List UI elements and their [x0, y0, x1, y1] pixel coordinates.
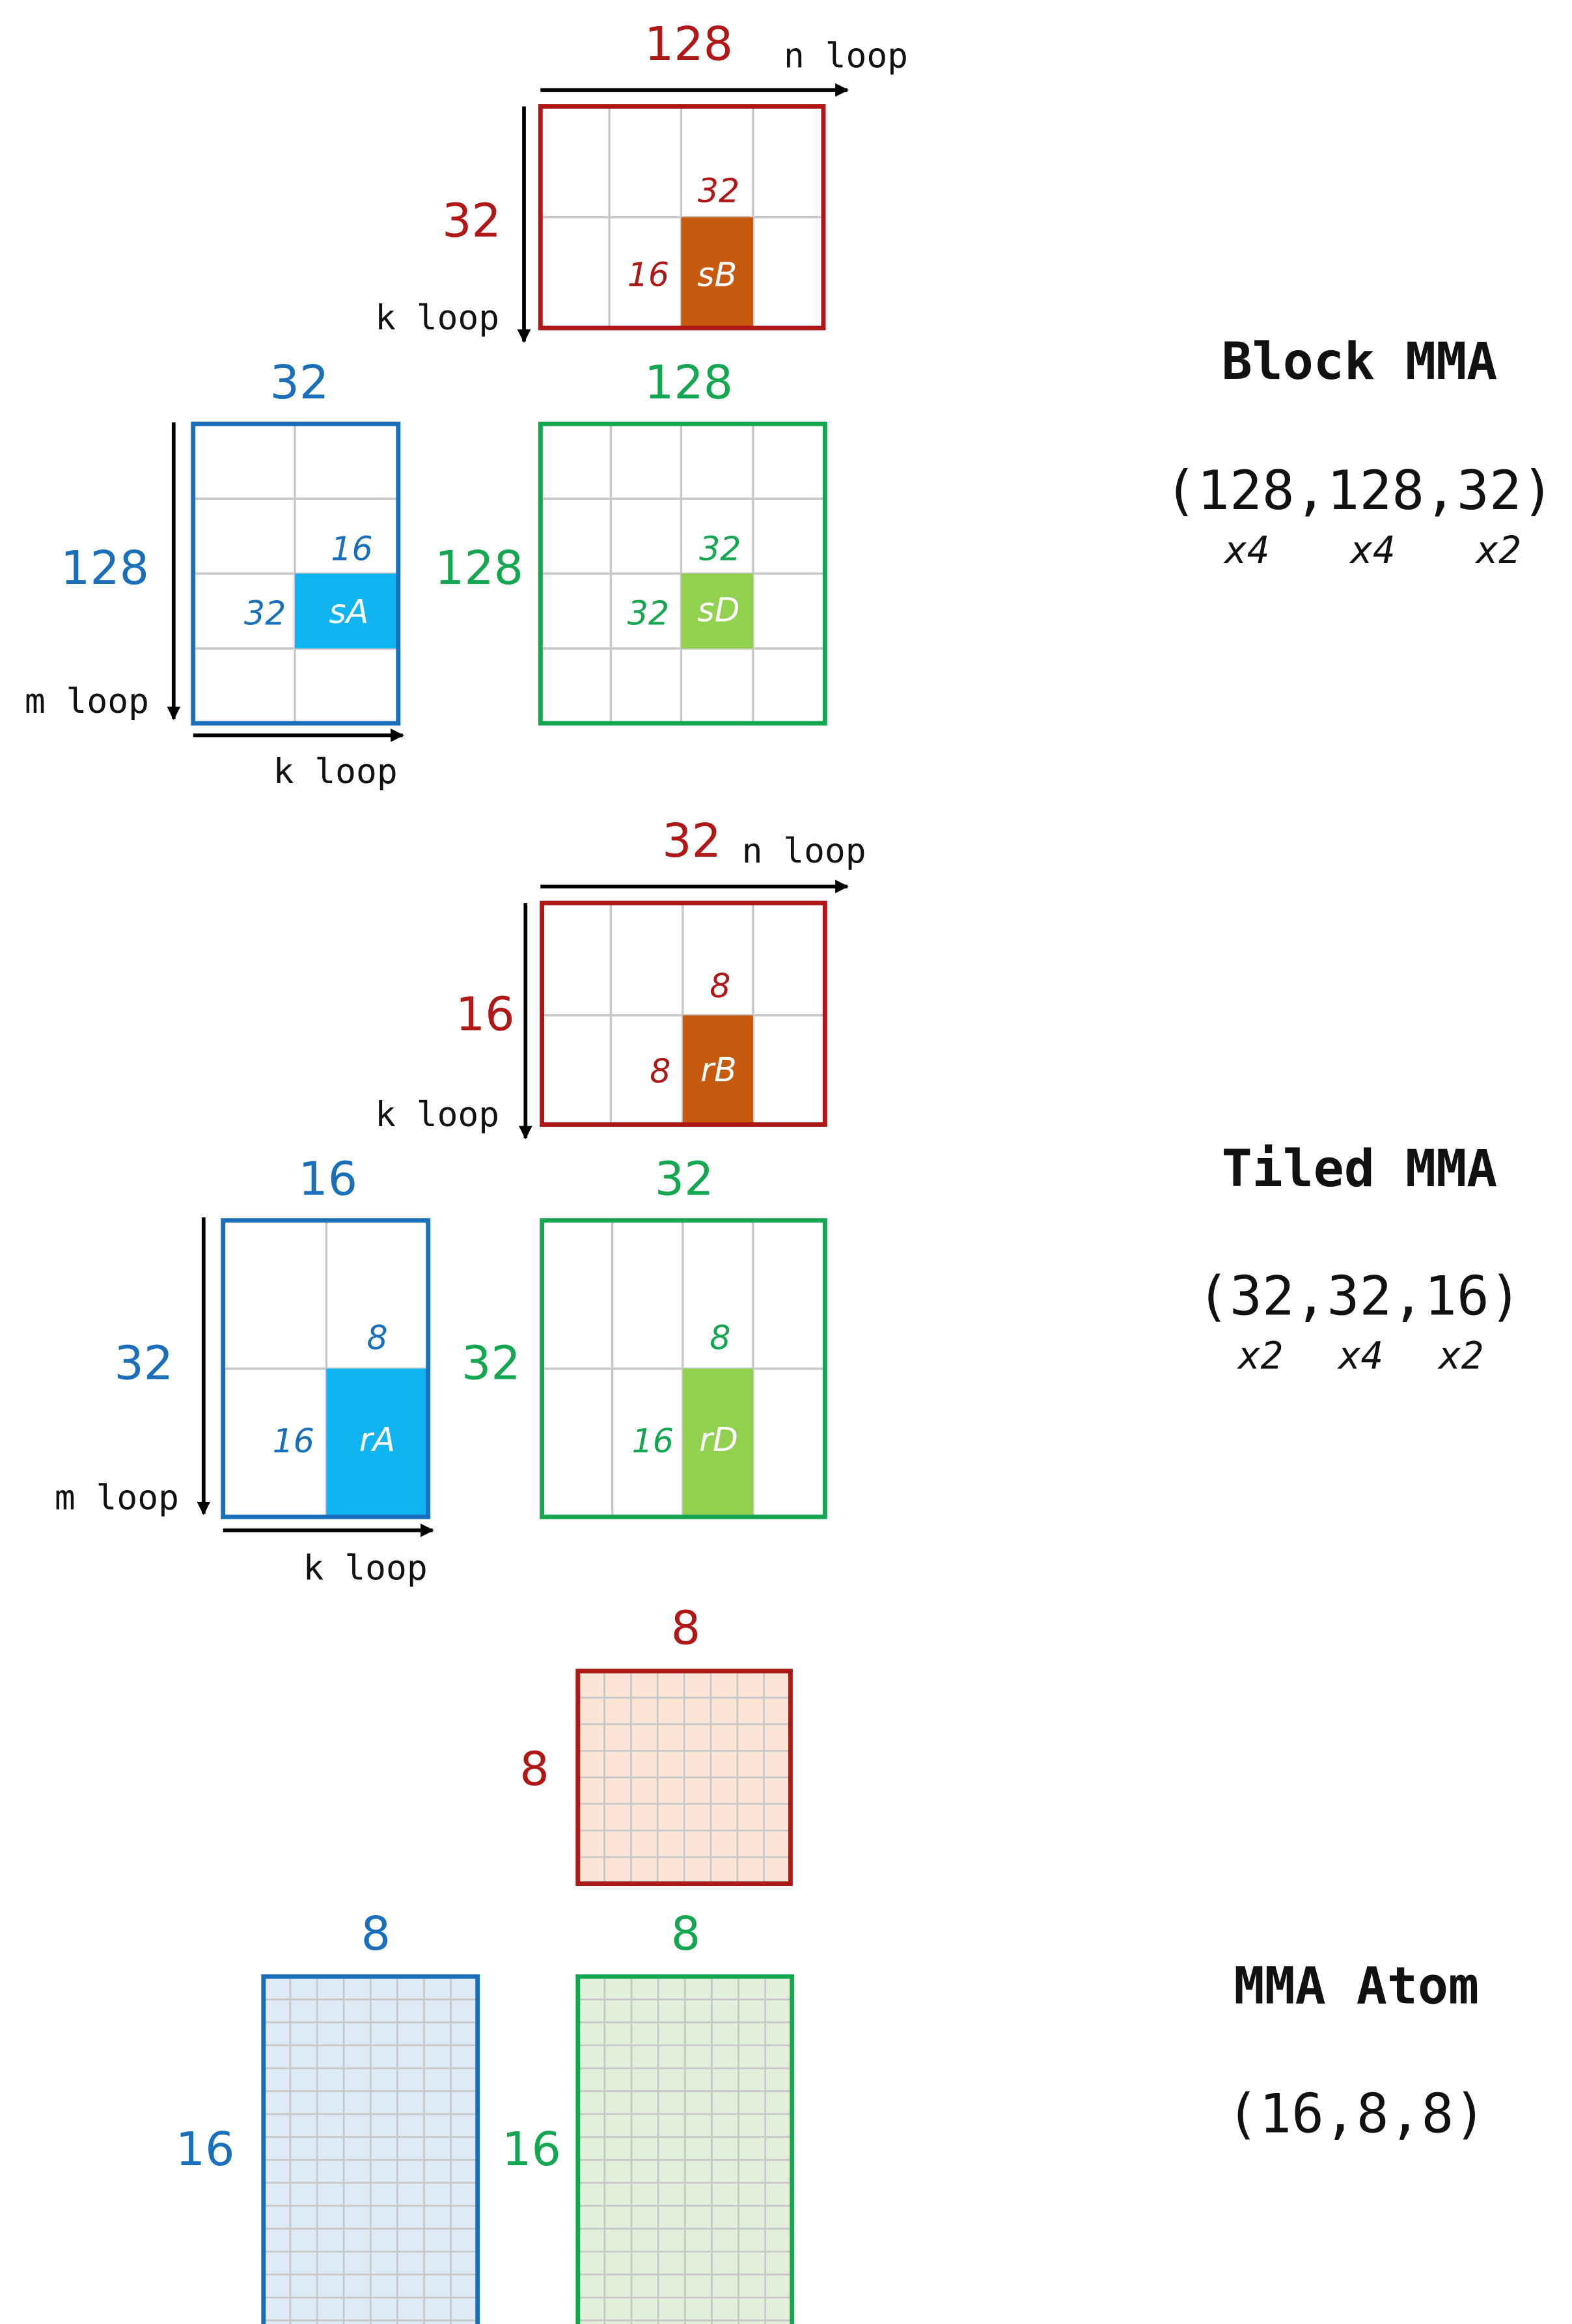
sd-tile-m-label: 32	[627, 594, 669, 632]
tiled-mma-mult-n: x4	[1337, 1334, 1383, 1377]
atom-a-k-label: 8	[361, 1907, 391, 1961]
block-mma-section: 128 n loop 32 k loop 32 16 sB 32 128 m l…	[25, 17, 1554, 792]
tiled-mma-mult-m: x2	[1237, 1334, 1283, 1377]
tiled-matrix-d-border	[540, 1218, 827, 1519]
tiled-mma-section: 32 n loop 16 k loop 8 8 rB 16 32 m loop …	[55, 814, 1522, 1588]
atom-matrix-b-grid	[577, 1670, 791, 1884]
atom-d-n-label: 8	[671, 1907, 700, 1961]
sd-tile	[681, 574, 753, 649]
sa-tile-m-label: 32	[244, 594, 286, 632]
tiled-n-loop-label: n loop	[742, 831, 866, 871]
ra-tile-label: rA	[359, 1420, 395, 1459]
sd-tile-label: sD	[697, 591, 739, 629]
atom-matrix-a-border	[261, 1974, 480, 2324]
atom-matrix-b	[575, 1668, 793, 1887]
atom-matrix-d-border	[575, 1974, 795, 2324]
tiled-d-m-label: 32	[462, 1336, 521, 1390]
tiled-b-k-label: 16	[456, 988, 515, 1042]
block-n-loop-label: n loop	[784, 36, 908, 76]
tiled-matrix-d	[540, 1218, 827, 1519]
sb-tile-label: sB	[697, 256, 737, 294]
block-b-k-label: 32	[442, 194, 501, 248]
tiled-matrix-a	[221, 1218, 431, 1519]
block-matrix-b	[538, 104, 826, 331]
rd-tile-n-label: 8	[710, 1319, 730, 1357]
rd-tile-label: rD	[699, 1420, 738, 1459]
block-b-n-label: 128	[644, 17, 733, 71]
block-matrix-d	[538, 421, 827, 726]
block-mma-mult-k: x2	[1475, 529, 1521, 572]
tiled-a-k-label: 16	[298, 1152, 357, 1206]
rd-tile	[682, 1368, 753, 1517]
tiled-mma-mult-k: x2	[1437, 1334, 1483, 1377]
tiled-k-loop-label-a: k loop	[303, 1549, 428, 1588]
tiled-k-loop-label-b: k loop	[375, 1095, 499, 1135]
atom-matrix-d	[575, 1974, 795, 2324]
tiled-m-loop-label: m loop	[55, 1478, 179, 1518]
atom-matrix-d-grid	[577, 1976, 792, 2324]
block-mma-mult-m: x4	[1223, 529, 1269, 572]
tiled-matrix-b	[540, 900, 827, 1127]
tiled-b-n-label: 32	[662, 814, 721, 868]
ra-tile-m-label: 16	[273, 1422, 314, 1460]
ra-tile-k-label: 8	[366, 1319, 387, 1357]
sa-tile-label: sA	[329, 592, 368, 631]
sb-tile-n-label: 32	[698, 172, 739, 210]
block-d-m-label: 128	[435, 541, 523, 595]
mma-atom-title: MMA Atom	[1234, 1957, 1480, 2016]
atom-a-m-label: 16	[176, 2122, 235, 2176]
atom-matrix-a	[261, 1974, 480, 2324]
block-mma-shape: (128,128,32)	[1165, 459, 1554, 522]
sd-tile-n-label: 32	[699, 529, 741, 568]
atom-b-n-label: 8	[671, 1601, 700, 1655]
tiled-matrix-a-border	[221, 1218, 431, 1519]
block-k-loop-label-b: k loop	[375, 298, 499, 338]
mma-atom-section: 8 8 8 16 8 16 MMA Atom (16,8,8)	[176, 1601, 1486, 2324]
mma-atom-shape: (16,8,8)	[1226, 2082, 1486, 2145]
block-matrix-a-border	[191, 421, 401, 726]
tiled-mma-shape: (32,32,16)	[1197, 1265, 1521, 1328]
sb-tile-k-label: 16	[627, 256, 669, 294]
rb-tile-k-label: 8	[650, 1052, 670, 1090]
block-k-loop-label-a: k loop	[273, 752, 398, 792]
block-a-k-label: 32	[270, 355, 329, 409]
tiled-mma-title: Tiled MMA	[1222, 1139, 1498, 1198]
rb-tile-label: rB	[700, 1051, 737, 1089]
tiled-matrix-b-border	[540, 900, 827, 1127]
sb-tile	[681, 217, 753, 328]
block-d-n-label: 128	[644, 355, 733, 409]
block-a-m-label: 128	[61, 541, 149, 595]
block-matrix-b-border	[538, 104, 826, 331]
sa-tile	[295, 574, 398, 649]
tiled-d-n-label: 32	[655, 1152, 714, 1206]
tiled-a-m-label: 32	[114, 1336, 173, 1390]
atom-matrix-a-grid	[263, 1976, 478, 2324]
block-matrix-a	[191, 421, 401, 726]
block-mma-title: Block MMA	[1222, 332, 1498, 391]
sa-tile-k-label: 16	[331, 529, 372, 568]
ra-tile	[326, 1368, 428, 1517]
atom-matrix-b-border	[575, 1668, 793, 1887]
atom-d-m-label: 16	[502, 2122, 561, 2176]
block-matrix-d-border	[538, 421, 827, 726]
rd-tile-m-label: 16	[632, 1422, 674, 1460]
rb-tile-n-label: 8	[710, 967, 730, 1005]
atom-b-k-label: 8	[519, 1742, 549, 1796]
block-mma-mult-n: x4	[1349, 529, 1395, 572]
block-m-loop-label: m loop	[25, 682, 149, 721]
rb-tile	[682, 1015, 753, 1125]
